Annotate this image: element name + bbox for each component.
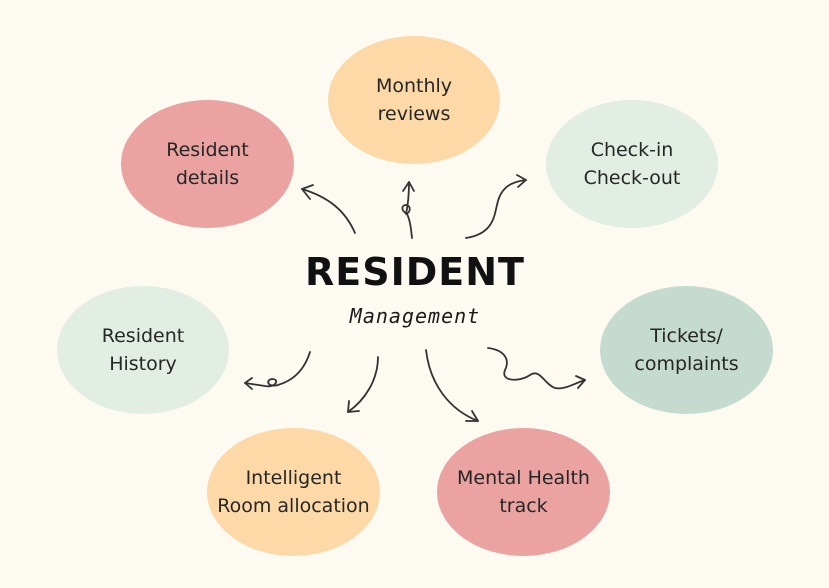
node-label-line: History xyxy=(109,353,177,375)
node-label-line: complaints xyxy=(634,353,739,375)
node-monthly-reviews: Monthly reviews xyxy=(328,36,500,164)
node-label-line: Check-out xyxy=(583,167,681,189)
node-label-line: track xyxy=(499,495,548,517)
node-label-line: Intelligent xyxy=(245,467,342,489)
arrowhead-resident-details xyxy=(301,184,314,200)
node-room-allocation: Intelligent Room allocation xyxy=(207,428,380,556)
arrowhead-room-allocation xyxy=(347,400,360,413)
node-label-line: Monthly xyxy=(375,75,453,97)
arrowhead-checkin xyxy=(516,174,527,188)
arrowhead-monthly-reviews xyxy=(402,181,415,192)
arrowhead-resident-history xyxy=(244,377,253,390)
node-label-line: details xyxy=(175,167,240,189)
node-label-line: Resident xyxy=(166,139,249,161)
node-checkin-checkout: Check-in Check-out xyxy=(546,100,718,228)
arrowhead-mental-health xyxy=(465,410,479,422)
center-title: RESIDENT xyxy=(305,250,525,294)
node-label-line: Check-in xyxy=(590,139,674,161)
node-resident-details: Resident details xyxy=(121,100,294,228)
arrow-to-room-allocation xyxy=(347,356,379,413)
node-resident-history: Resident History xyxy=(57,286,229,414)
arrow-to-resident-history xyxy=(244,351,311,388)
arrowhead-tickets xyxy=(575,375,586,389)
node-label-line: Resident xyxy=(101,325,185,347)
node-mental-health: Mental Health track xyxy=(437,428,610,556)
arrow-to-resident-details xyxy=(301,188,356,234)
arrow-to-monthly-reviews xyxy=(401,181,413,239)
node-label-line: Tickets/ xyxy=(650,325,723,347)
center-subtitle: Management xyxy=(349,304,481,328)
arrow-to-tickets xyxy=(487,347,586,390)
arrow-to-checkin xyxy=(465,179,527,239)
node-label-line: Room allocation xyxy=(217,495,370,517)
arrow-to-mental-health xyxy=(425,349,479,422)
node-label-line: Mental Health xyxy=(457,467,590,489)
node-label-line: reviews xyxy=(377,103,451,125)
node-tickets-complaints: Tickets/ complaints xyxy=(600,286,773,414)
